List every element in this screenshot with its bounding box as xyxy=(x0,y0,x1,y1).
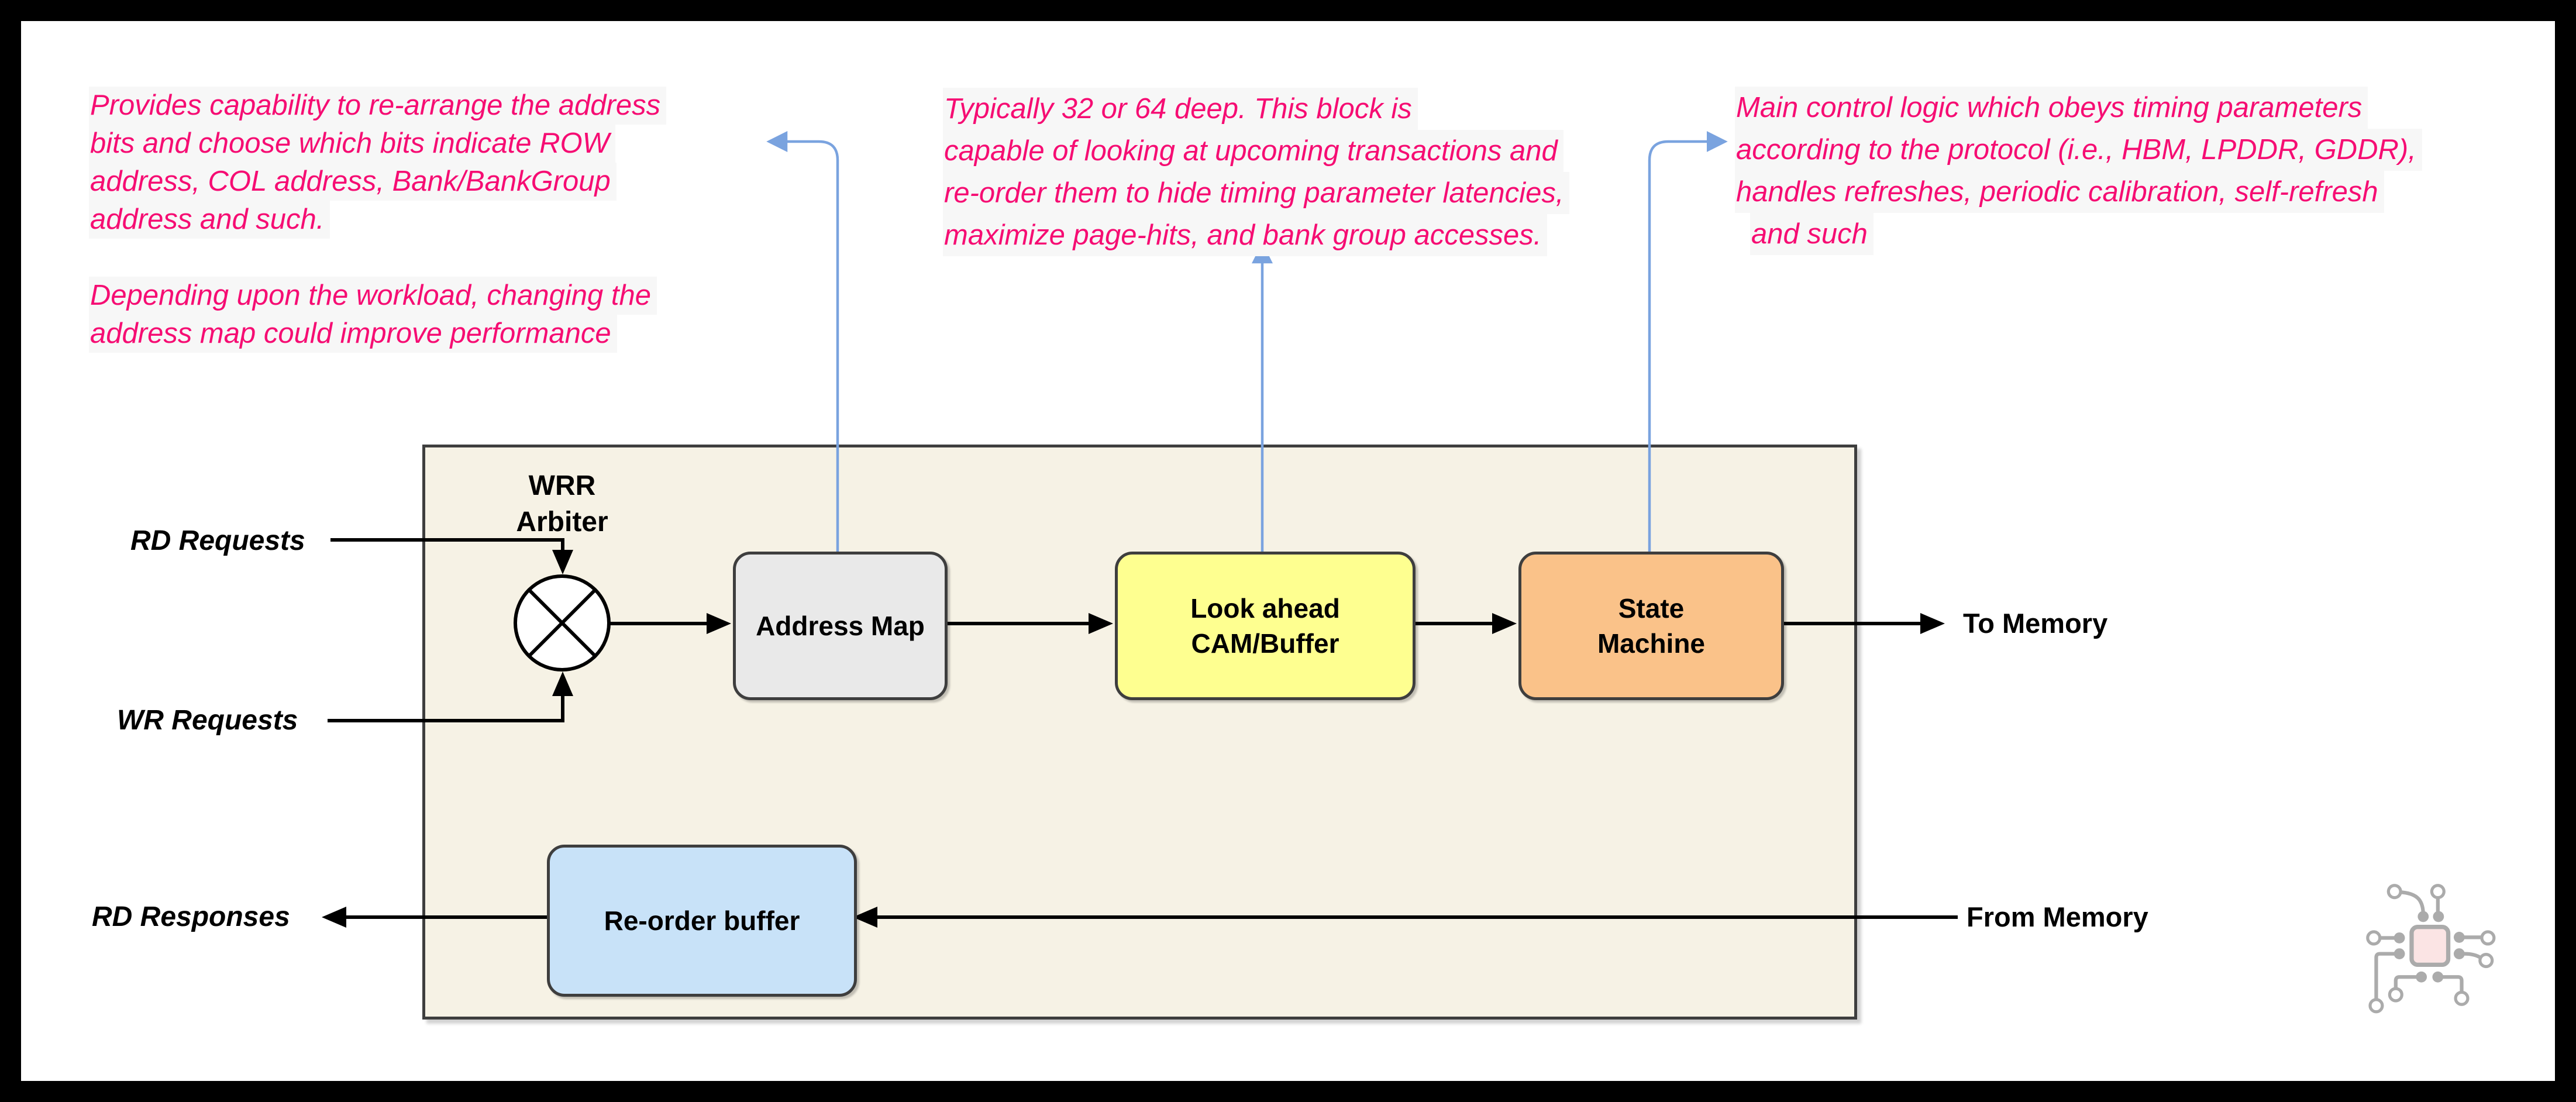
annotation-line: Depending upon the workload, changing th… xyxy=(89,277,657,315)
chip-logo-die xyxy=(2409,925,2451,967)
wrr-arbiter-label-line1: WRR xyxy=(528,470,596,501)
from-memory-label: From Memory xyxy=(1967,901,2148,932)
annotation-line: Main control logic which obeys timing pa… xyxy=(1735,87,2368,129)
block-address-map-label: Address Map xyxy=(756,611,925,641)
block-look-ahead-cam-buffer: Look ahead CAM/Buffer xyxy=(1115,552,1416,700)
annotation-line: according to the protocol (i.e., HBM, LP… xyxy=(1735,129,2422,171)
rd-requests-label: RD Requests xyxy=(130,525,305,556)
block-reorder-buffer: Re-order buffer xyxy=(547,845,857,997)
wr-requests-label: WR Requests xyxy=(117,705,298,736)
chip-logo-pins xyxy=(2394,911,2465,983)
to-memory-label: To Memory xyxy=(1963,608,2108,639)
annotation-address-map-para1: Provides capability to re-arrange the ad… xyxy=(89,87,667,239)
annotation-line: re-order them to hide timing parameter l… xyxy=(943,172,1570,214)
arrow-rd-requests-to-arbiter xyxy=(330,538,573,574)
block-reorder-buffer-label: Re-order buffer xyxy=(604,905,800,936)
flow-arrows xyxy=(322,538,1958,928)
block-address-map: Address Map xyxy=(733,552,948,700)
annotation-line: capable of looking at upcoming transacti… xyxy=(943,130,1563,172)
annotation-state-machine: Main control logic which obeys timing pa… xyxy=(1735,87,2422,255)
wrr-arbiter-label-line2: Arbiter xyxy=(516,507,608,538)
annotation-line: Provides capability to re-arrange the ad… xyxy=(89,87,667,125)
block-state-machine-label-line2: Machine xyxy=(1597,628,1706,659)
annotation-line: bits and choose which bits indicate ROW xyxy=(89,125,615,163)
block-state-machine: State Machine xyxy=(1518,552,1784,700)
block-state-machine-label-line1: State xyxy=(1618,593,1685,624)
annotation-line: address, COL address, Bank/BankGroup xyxy=(89,163,617,201)
arrow-wr-requests-to-arbiter xyxy=(328,671,573,722)
wrr-arbiter-label: WRR Arbiter xyxy=(445,468,679,540)
annotation-look-ahead: Typically 32 or 64 deep. This block is c… xyxy=(943,88,1570,256)
annotation-line: address and such. xyxy=(89,201,330,239)
rd-responses-label: RD Responses xyxy=(92,901,290,932)
callout-arrows xyxy=(766,131,1728,552)
annotation-address-map: Provides capability to re-arrange the ad… xyxy=(89,87,667,353)
annotation-line: maximize page-hits, and bank group acces… xyxy=(943,214,1548,256)
wrr-arbiter-symbol xyxy=(514,574,611,671)
chip-circuit-logo-icon xyxy=(2366,884,2496,1014)
callout-arrow-address-map xyxy=(766,131,839,552)
annotation-line: and such xyxy=(1750,213,1874,255)
annotation-line: address map could improve performance xyxy=(89,315,617,353)
callout-arrow-state-machine xyxy=(1648,131,1728,552)
chip-logo-nodes xyxy=(2366,884,2496,1014)
block-look-ahead-label-line1: Look ahead xyxy=(1190,593,1340,624)
annotation-address-map-para2: Depending upon the workload, changing th… xyxy=(89,277,666,353)
annotation-line: Typically 32 or 64 deep. This block is xyxy=(943,88,1418,130)
annotation-line: handles refreshes, periodic calibration,… xyxy=(1735,171,2384,213)
block-look-ahead-label-line2: CAM/Buffer xyxy=(1191,628,1339,659)
